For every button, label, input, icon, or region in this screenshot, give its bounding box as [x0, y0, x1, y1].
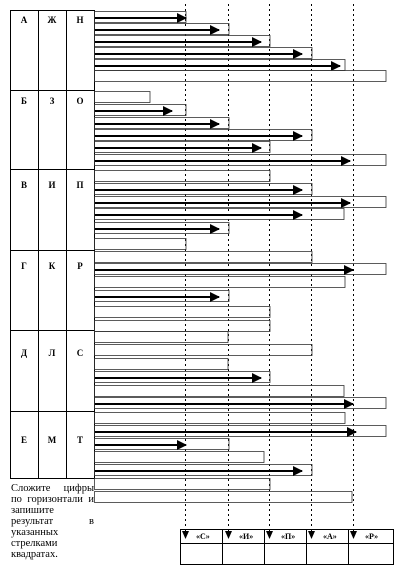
- row-box: [94, 251, 313, 263]
- letter-cell: Е: [20, 435, 27, 445]
- row-box: [94, 491, 353, 503]
- letter-cell: Н: [76, 15, 84, 25]
- letter-cell: В: [20, 180, 27, 190]
- row-box: [94, 141, 271, 153]
- row-box: [94, 129, 313, 141]
- row-box: [94, 263, 387, 275]
- row-box: [94, 344, 313, 356]
- row-box: [94, 412, 346, 424]
- row-box: [94, 371, 271, 383]
- row-box: [94, 451, 265, 463]
- row-box: [94, 320, 271, 332]
- arrow-rows: [94, 11, 387, 503]
- letter-cell: П: [76, 180, 84, 190]
- row-box: [94, 464, 313, 476]
- answer-label-s: «С»: [196, 532, 210, 541]
- row-box: [94, 117, 230, 129]
- row-box: [94, 438, 230, 450]
- row-box: [94, 47, 313, 59]
- row-box: [94, 183, 313, 195]
- row-box: [94, 23, 230, 35]
- row-box: [94, 222, 230, 234]
- letter-cell: Д: [20, 348, 28, 358]
- letter-cell: Т: [76, 435, 83, 445]
- letter-cell: З: [49, 96, 55, 106]
- letter-cell: И: [48, 180, 56, 190]
- letter-cell: Г: [21, 261, 27, 271]
- letter-cell: Б: [21, 96, 27, 106]
- letter-cell: С: [76, 348, 84, 358]
- row-box: [94, 70, 387, 82]
- row-box: [94, 478, 271, 490]
- letter-cell: О: [76, 96, 84, 106]
- letter-cell: М: [47, 435, 57, 445]
- answer-label-a: «А»: [323, 532, 337, 541]
- row-box: [94, 104, 187, 116]
- answer-label-r: «Р»: [365, 532, 379, 541]
- row-box: [94, 154, 387, 166]
- letter-cell: Р: [77, 261, 83, 271]
- letter-cell: К: [48, 261, 56, 271]
- answer-label-i: «И»: [239, 532, 254, 541]
- row-box: [94, 276, 346, 288]
- grid-lines: [10, 10, 95, 479]
- row-box: [94, 425, 387, 437]
- instruction-text: Сложите цифры по горизонтали и запишите …: [11, 483, 94, 560]
- row-box: [94, 35, 271, 47]
- answer-boxes: [180, 529, 394, 565]
- row-box: [94, 238, 187, 250]
- row-box: [94, 290, 230, 302]
- row-box: [94, 358, 229, 370]
- letter-cell: Ж: [47, 15, 57, 25]
- row-box: [94, 306, 271, 318]
- row-box: [94, 91, 151, 103]
- letter-cell: Л: [48, 348, 56, 358]
- row-box: [94, 397, 387, 409]
- answer-label-p: «П»: [281, 532, 296, 541]
- letter-cell: А: [20, 15, 28, 25]
- answer-arrows: [182, 531, 357, 539]
- row-box: [94, 385, 345, 397]
- row-box: [94, 331, 229, 343]
- row-box: [94, 170, 271, 182]
- row-box: [94, 208, 345, 220]
- row-box: [94, 196, 387, 208]
